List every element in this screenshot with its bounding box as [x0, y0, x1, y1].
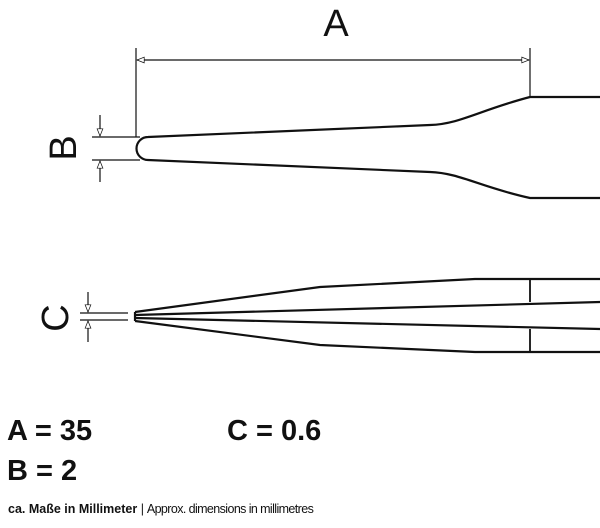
label-b: B	[43, 135, 85, 160]
top-view	[92, 48, 600, 200]
dimension-a-value: A = 35	[7, 415, 93, 447]
tweezer-outline-top	[135, 95, 600, 200]
footnote: ca. Maße in Millimeter | Approx. dimensi…	[8, 502, 314, 516]
side-outline-3	[134, 316, 600, 331]
side-view	[80, 277, 600, 354]
footnote-separator: |	[140, 502, 144, 516]
side-outline-2	[134, 300, 600, 317]
side-outline-1	[134, 277, 600, 314]
dimension-c-value: C = 0.6	[227, 415, 322, 447]
label-c: C	[35, 304, 77, 331]
dimension-b-value: B = 2	[7, 455, 78, 487]
label-a: A	[323, 3, 349, 45]
footnote-german: ca. Maße in Millimeter	[8, 502, 138, 516]
footnote-english: Approx. dimensions in millimetres	[146, 502, 314, 516]
side-outline-4	[134, 319, 600, 354]
